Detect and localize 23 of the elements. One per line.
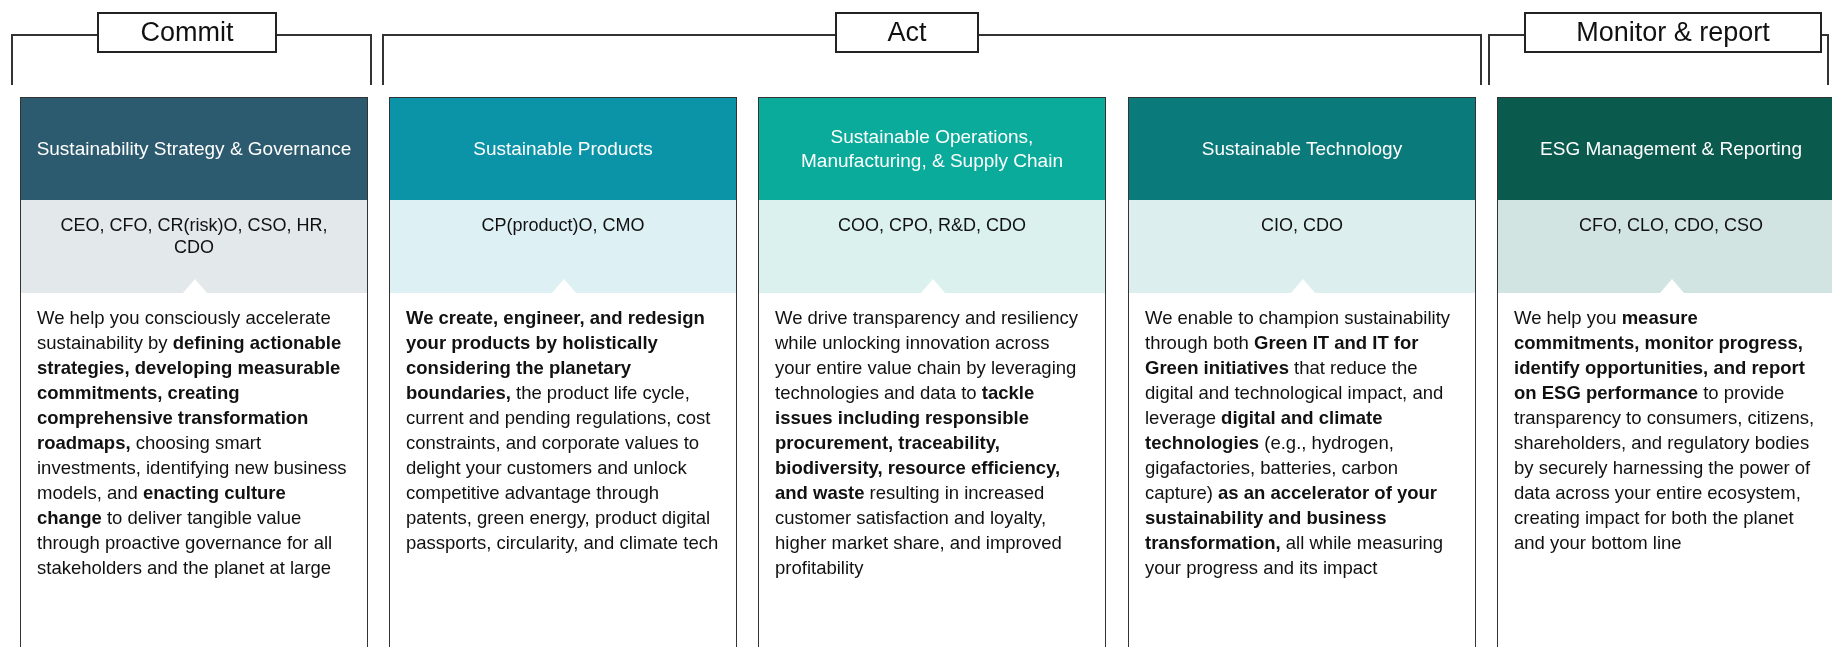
roles-text: CFO, CLO, CDO, CSO <box>1579 215 1763 235</box>
service-column <box>1497 97 1832 647</box>
phase-label: Commit <box>97 12 277 53</box>
roles-text: CP(product)O, CMO <box>481 215 645 235</box>
description-text: We create, engineer, and redesign your products by holistically considering the planetary boundaries, the product life cycle, current and pending regulations, cost constraints, and corporate values to delight your customers and unlock competitive advantage through patents, green energy, product digital passports, circularity, and climate tech <box>405 306 720 555</box>
column-header: Sustainability Strategy & Governance <box>21 98 367 200</box>
roles-text: CEO, CFO, CR(risk)O, CSO, HR, CDO <box>60 215 328 257</box>
roles-text: COO, CPO, R&D, CDO <box>838 215 1026 235</box>
column-header: Sustainable Operations, Manufacturing, & Supply Chain <box>759 98 1105 200</box>
column-header: Sustainable Products <box>390 98 736 200</box>
description-text: We help you consciously accelerate sustainability by defining actionable strategies, developing measurable commitments, creating comprehensive transformation roadmaps, choosing smart investments, identifying new business models, and enacting culture change to deliver tangible value through proactive governance for all stakeholders and the planet at large <box>36 306 348 580</box>
description-text: We drive transparency and resiliency while unlocking innovation across your entire value chain by leveraging technologies and data to tackle issues including responsible procurement, traceability, biodiversity, resource efficiency, and waste resulting in increased customer satisfaction and loyalty, higher market share, and improved profitability <box>774 306 1079 580</box>
description-text: We enable to champion sustainability through both Green IT and IT for Green initiatives that reduce the digital and technological impact, and leverage digital and climate technologies (e.g., hydrogen, gigafactories, batteries, carbon capture) as an accelerator of your sustainability and business transformation, all while measuring your progress and its impact <box>1144 306 1452 580</box>
service-column <box>1128 97 1476 647</box>
column-header: ESG Management & Reporting <box>1498 98 1832 200</box>
service-column <box>20 97 368 647</box>
phase-label: Monitor & report <box>1524 12 1822 53</box>
service-column <box>758 97 1106 647</box>
phase-label: Act <box>835 12 979 53</box>
column-header: Sustainable Technology <box>1129 98 1475 200</box>
service-column <box>389 97 737 647</box>
roles-text: CIO, CDO <box>1261 215 1343 235</box>
description-text: We help you measure commitments, monitor progress, identify opportunities, and report on ESG performance to provide transparency to consumers, citizens, shareholders, and regulatory bodies by securely harnessing the power of data across your entire ecosystem, creating impact for both the planet and your bottom line <box>1513 306 1816 555</box>
